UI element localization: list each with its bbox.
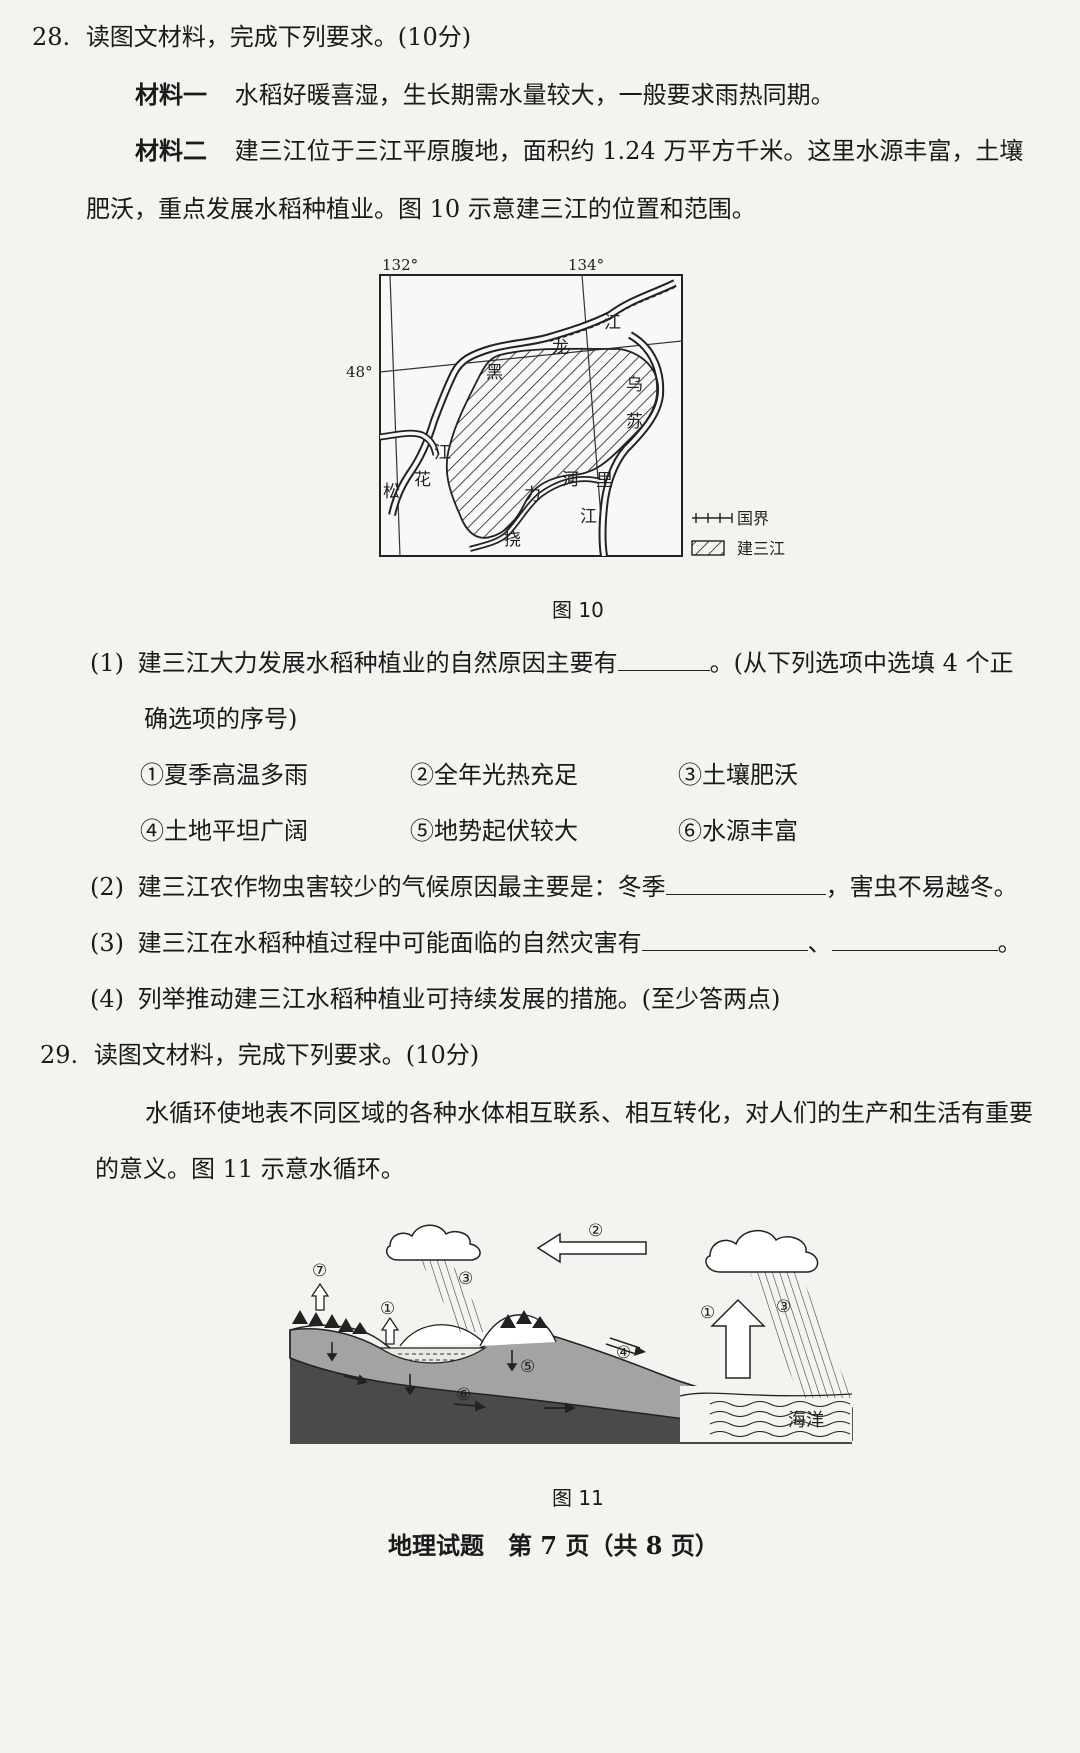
label-4: ④	[616, 1343, 631, 1363]
sub4-text: 列举推动建三江水稻种植业可持续发展的措施。(至少答两点)	[137, 985, 781, 1013]
q28-sub3: (3) 建三江在水稻种植过程中可能面临的自然灾害有 、 。	[90, 928, 1022, 958]
lon-134-label: 134°	[568, 256, 604, 274]
label-6: ⑥	[456, 1385, 471, 1405]
material-2-line-1: 材料二 建三江位于三江平原腹地，面积约 1.24 万平方千米。这里水源丰富，土壤	[135, 136, 1023, 166]
option-1: ①夏季高温多雨	[140, 761, 308, 789]
q29-intro-2: 的意义。图 11 示意水循环。	[95, 1155, 405, 1183]
sub1-text-a: 建三江大力发展水稻种植业的自然原因主要有	[137, 649, 618, 677]
arrows-groundwater-flow	[343, 1374, 577, 1414]
trees-hill	[500, 1310, 548, 1328]
option-5: ⑤地势起伏较大	[410, 817, 578, 845]
arrow-evaporation-ocean	[710, 1298, 766, 1379]
map-label-li2: 力	[524, 485, 541, 505]
label-1-land: ①	[380, 1299, 395, 1319]
page-footer: 地理试题 第 7 页（共 8 页）	[388, 1531, 719, 1560]
sub3-text-a: 建三江在水稻种植过程中可能面临的自然灾害有	[137, 929, 642, 957]
option-2: ②全年光热充足	[410, 761, 578, 789]
cloud-right	[705, 1230, 819, 1273]
rain-left	[420, 1260, 490, 1332]
sub1-answer-blank[interactable]	[617, 648, 710, 671]
material-2-text-2: 肥沃，重点发展水稻种植业。图 10 示意建三江的位置和范围。	[86, 195, 756, 223]
sub3-answer-blank-2[interactable]	[831, 928, 998, 951]
sub2-text-a: 建三江农作物虫害较少的气候原因最主要是：冬季	[137, 873, 666, 901]
map-label-nao: 挠	[504, 530, 521, 550]
map-label-hei: 黑	[486, 363, 503, 383]
q28-header: 28. 读图文材料，完成下列要求。(10分)	[32, 22, 471, 52]
map-legend: 国界 建三江	[691, 509, 785, 558]
map-label-su: 苏	[626, 412, 643, 432]
trees-left	[292, 1310, 368, 1334]
q28-number: 28.	[32, 23, 71, 51]
sub1-text-b: 。(从下列选项中选填 4 个正	[709, 649, 1014, 677]
q29-prompt: 读图文材料，完成下列要求。(10分)	[93, 1041, 480, 1069]
material-1: 材料一 水稻好暖喜湿，生长期需水量较大，一般要求雨热同期。	[135, 80, 835, 110]
arrow-surface-runoff	[605, 1337, 646, 1356]
arrow-evaporation-lake	[380, 1316, 400, 1345]
jiansanjiang-area	[445, 347, 659, 539]
sub2-text-b: ，害虫不易越冬。	[825, 873, 1018, 901]
material-2-text-1: 建三江位于三江平原腹地，面积约 1.24 万平方千米。这里水源丰富，土壤	[234, 137, 1024, 165]
lake	[377, 1347, 488, 1364]
sub3-separator: 、	[807, 929, 832, 957]
label-3-right: ③	[776, 1297, 791, 1317]
national-border	[549, 286, 676, 342]
arrow-advection	[536, 1232, 647, 1264]
q28-prompt: 读图文材料，完成下列要求。(10分)	[85, 23, 472, 51]
q28-sub2: (2) 建三江农作物虫害较少的气候原因最主要是：冬季 ，害虫不易越冬。	[90, 872, 1018, 902]
ocean-label: 海洋	[788, 1410, 824, 1431]
figure-10-map: 132° 134° 48° 黑 龙 江 乌 苏 里 江 河 力 挠 江 花 松 …	[346, 256, 785, 558]
legend-area-label: 建三江	[737, 539, 785, 558]
option-3: ③土壤肥沃	[678, 761, 798, 789]
cloud-left	[385, 1224, 481, 1261]
right-hill	[479, 1314, 557, 1347]
material-1-label: 材料一	[135, 80, 207, 109]
sub4-number: (4)	[90, 985, 124, 1013]
arrow-transpiration	[310, 1282, 330, 1311]
material-2-label: 材料二	[135, 136, 207, 165]
q28-sub4: (4) 列举推动建三江水稻种植业可持续发展的措施。(至少答两点)	[90, 984, 780, 1014]
label-1-ocean: ①	[700, 1303, 715, 1323]
sub2-number: (2)	[90, 873, 124, 901]
figure-11-water-cycle: 海洋 ⑦ ① ② ③ ③ ① ④ ⑤	[289, 1221, 853, 1444]
map-label-he: 河	[562, 470, 579, 490]
label-5: ⑤	[520, 1357, 535, 1377]
map-label-li: 里	[596, 471, 613, 491]
sub3-number: (3)	[90, 929, 124, 957]
label-7: ⑦	[312, 1261, 327, 1281]
map-label-long: 龙	[552, 338, 569, 358]
rain-right	[750, 1272, 852, 1398]
q28-sub1-line-1: (1) 建三江大力发展水稻种植业的自然原因主要有 。(从下列选项中选填 4 个正	[90, 648, 1014, 678]
label-2: ②	[588, 1221, 603, 1241]
sub3-answer-blank-1[interactable]	[641, 928, 808, 951]
lon-132-label: 132°	[382, 256, 418, 274]
map-label-jiang-right: 江	[580, 507, 597, 527]
material-1-text: 水稻好暖喜湿，生长期需水量较大，一般要求雨热同期。	[234, 81, 835, 109]
map-label-wu: 乌	[626, 375, 643, 395]
figure-10-caption: 图 10	[552, 598, 604, 622]
sub1-number: (1)	[90, 649, 124, 677]
q29-header: 29. 读图文材料，完成下列要求。(10分)	[40, 1040, 479, 1070]
sub1-text-c: 确选项的序号)	[144, 705, 298, 733]
map-label-hua: 花	[414, 470, 431, 490]
label-3-left: ③	[458, 1269, 473, 1289]
sub2-answer-blank[interactable]	[665, 872, 826, 895]
map-label-jiang-left: 江	[434, 443, 451, 463]
q29-intro-1: 水循环使地表不同区域的各种水体相互联系、相互转化，对人们的生产和生活有重要	[145, 1099, 1033, 1127]
sub3-end: 。	[997, 929, 1022, 957]
figure-11-caption: 图 11	[552, 1486, 604, 1510]
map-label-jiang-top: 江	[604, 313, 621, 333]
legend-border-label: 国界	[737, 509, 769, 528]
lat-48-label: 48°	[346, 363, 373, 381]
map-label-song: 松	[383, 482, 400, 502]
meridian-132	[389, 275, 401, 556]
arrows-infiltration	[326, 1342, 518, 1396]
option-6: ⑥水源丰富	[678, 817, 798, 845]
q29-number: 29.	[40, 1041, 79, 1069]
option-4: ④土地平坦广阔	[140, 817, 308, 845]
